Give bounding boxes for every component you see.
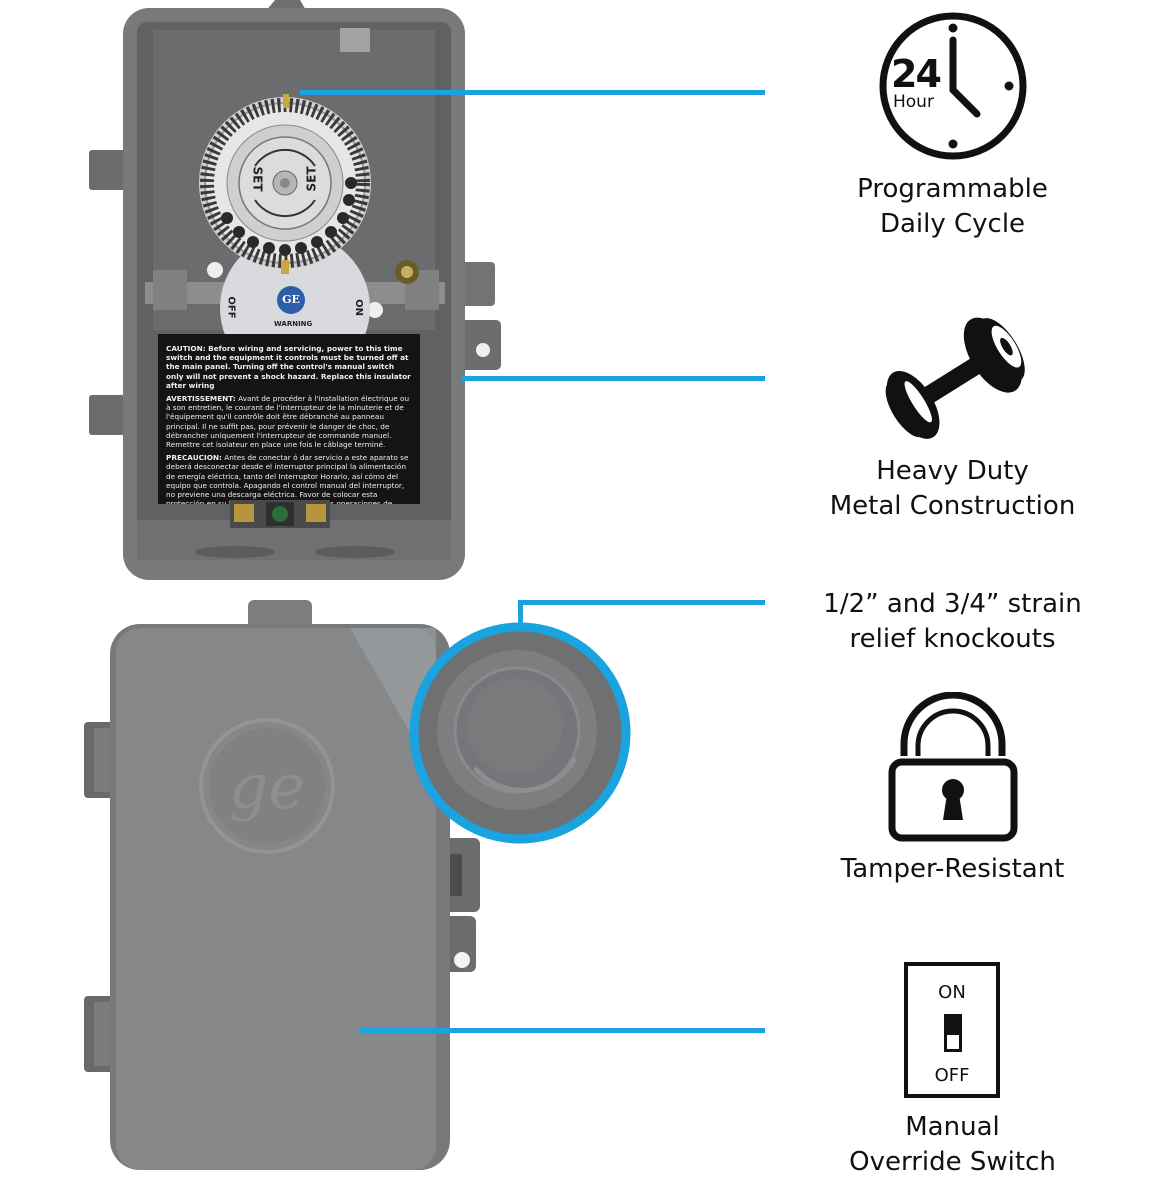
precaucion-heading: PRECAUCION:	[166, 453, 222, 463]
callout-line-knockouts-drop	[518, 600, 523, 626]
insulator-panel: OFF GE WARNING ON	[222, 280, 372, 350]
feature-label-daily-cycle: Programmable Daily Cycle	[857, 174, 1048, 239]
switch-on-label: ON	[938, 982, 966, 1003]
dial-set-right-label: SET	[304, 166, 319, 192]
closed-timer-box: ge	[80, 598, 500, 1170]
callout-line-daily-cycle	[300, 90, 765, 95]
feature-label-tamper-resistant: Tamper-Resistant	[840, 854, 1065, 884]
avertissement-heading: AVERTISSEMENT:	[166, 394, 236, 404]
toggle-switch-icon: ON OFF	[904, 962, 1000, 1098]
insulator-warning-label: WARNING	[274, 320, 313, 328]
caution-heading: CAUTION:	[166, 344, 206, 353]
switch-lever	[944, 1014, 962, 1052]
svg-text:ge: ge	[229, 750, 305, 823]
clock-24-hour-icon: 24 Hour	[877, 10, 1029, 162]
callout-line-metal-construction	[462, 376, 765, 381]
insulator-on-label: ON	[352, 299, 364, 316]
terminal-block	[230, 500, 330, 528]
knockout-magnifier	[405, 618, 635, 848]
dial-set-left-label: SET	[250, 166, 265, 192]
padlock-icon	[886, 692, 1020, 842]
caution-panel: CAUTION: Before wiring and servicing, po…	[158, 334, 420, 504]
feature-label-knockouts: 1/2” and 3/4” strain relief knockouts	[823, 589, 1082, 654]
insulator-off-label: OFF	[225, 296, 237, 319]
feature-label-metal-construction: Heavy Duty Metal Construction	[829, 456, 1076, 521]
clock-unit: Hour	[893, 92, 934, 112]
caution-text: Before wiring and servicing, power to th…	[166, 344, 411, 390]
dumbbell-icon	[868, 315, 1038, 445]
avertissement-text: Avant de procéder à l'installation élect…	[166, 394, 410, 450]
clock-number: 24	[891, 52, 942, 96]
callout-line-override-switch	[360, 1028, 765, 1033]
switch-off-label: OFF	[934, 1065, 970, 1086]
ge-logo: GE	[277, 286, 305, 314]
callout-line-knockouts	[518, 600, 765, 605]
timer-dial[interactable]: SET SET	[195, 88, 375, 278]
